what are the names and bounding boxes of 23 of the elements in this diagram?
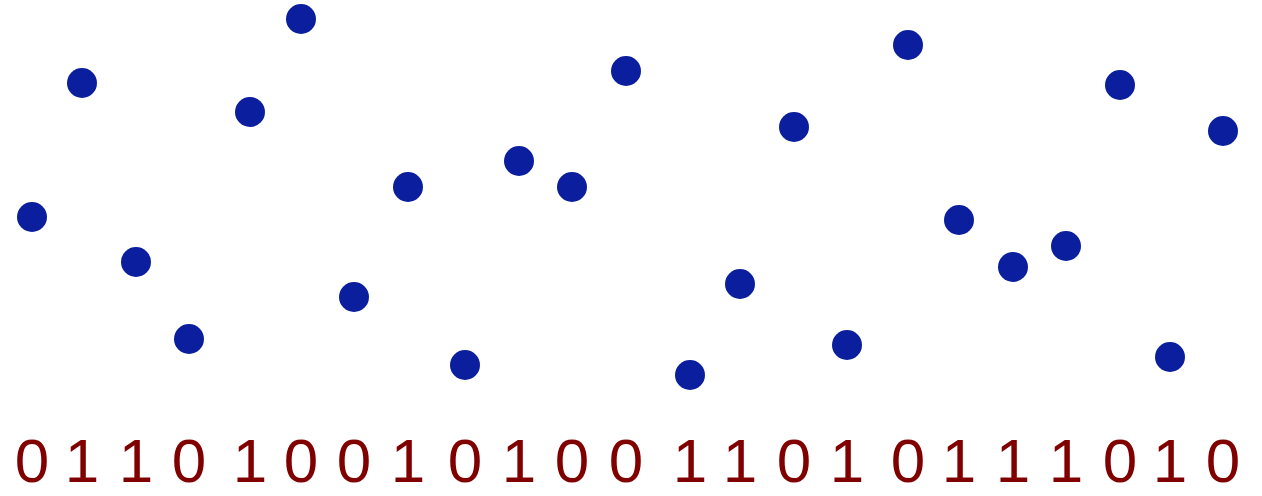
bit-digit: 1 — [941, 428, 977, 494]
bit-digit: 1 — [1152, 428, 1188, 494]
bit-digit: 1 — [118, 428, 154, 494]
bit-digit: 1 — [672, 428, 708, 494]
bit-digit: 0 — [1102, 428, 1138, 494]
bit-digit: 0 — [1205, 428, 1241, 494]
bit-digit: 0 — [890, 428, 926, 494]
bit-digit: 1 — [995, 428, 1031, 494]
bit-digit: 0 — [336, 428, 372, 494]
bit-digit: 0 — [776, 428, 812, 494]
bit-digit: 0 — [608, 428, 644, 494]
bit-digit: 1 — [829, 428, 865, 494]
bit-digit: 1 — [390, 428, 426, 494]
bit-digit: 0 — [283, 428, 319, 494]
bit-digit: 0 — [447, 428, 483, 494]
bit-digit: 1 — [722, 428, 758, 494]
bit-digit: 1 — [501, 428, 537, 494]
bit-digit: 0 — [171, 428, 207, 494]
bit-digit: 1 — [1048, 428, 1084, 494]
bit-digit: 0 — [14, 428, 50, 494]
bit-digit: 1 — [64, 428, 100, 494]
bit-digit: 0 — [554, 428, 590, 494]
bit-digit: 1 — [232, 428, 268, 494]
